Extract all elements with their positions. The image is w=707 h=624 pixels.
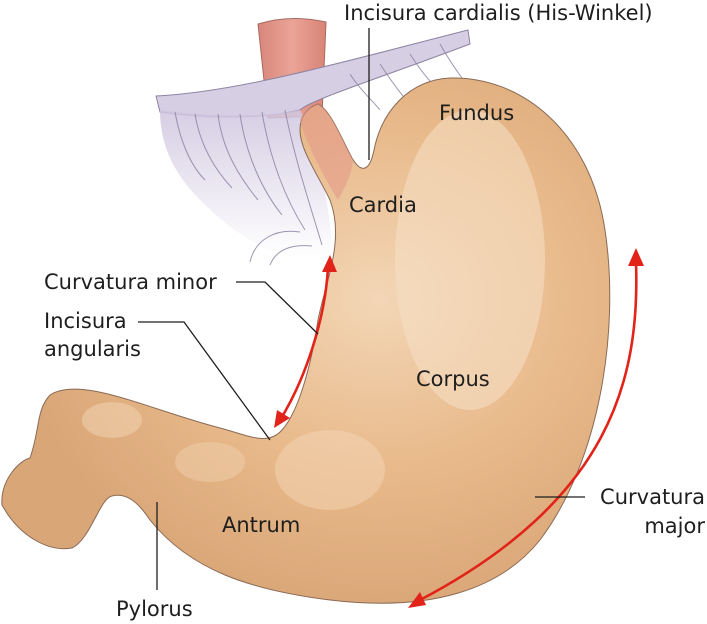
diaphragm-ligament	[155, 29, 471, 266]
curvatura-minor-arrow	[274, 255, 337, 428]
label-incisura-angularis-line1: Incisura	[44, 309, 127, 333]
label-corpus: Corpus	[416, 367, 490, 391]
label-curvatura-major-line2: major	[644, 514, 705, 538]
label-curvatura-major-line1: Curvatura	[600, 485, 705, 509]
label-pylorus: Pylorus	[116, 597, 193, 621]
labels: Incisura cardialis (His-Winkel) Fundus C…	[44, 1, 705, 621]
leader-lines	[138, 28, 585, 590]
label-incisura-cardialis: Incisura cardialis (His-Winkel)	[344, 1, 653, 25]
curvatura-major-arrow	[408, 248, 644, 608]
label-antrum: Antrum	[222, 513, 300, 537]
stomach	[1, 77, 611, 604]
label-incisura-angularis-line2: angularis	[44, 337, 141, 361]
leader-incisura-angularis	[138, 321, 271, 441]
label-cardia: Cardia	[349, 193, 417, 217]
label-curvatura-minor: Curvatura minor	[44, 270, 217, 294]
label-fundus: Fundus	[439, 101, 514, 125]
leader-curvatura-minor	[236, 281, 319, 335]
